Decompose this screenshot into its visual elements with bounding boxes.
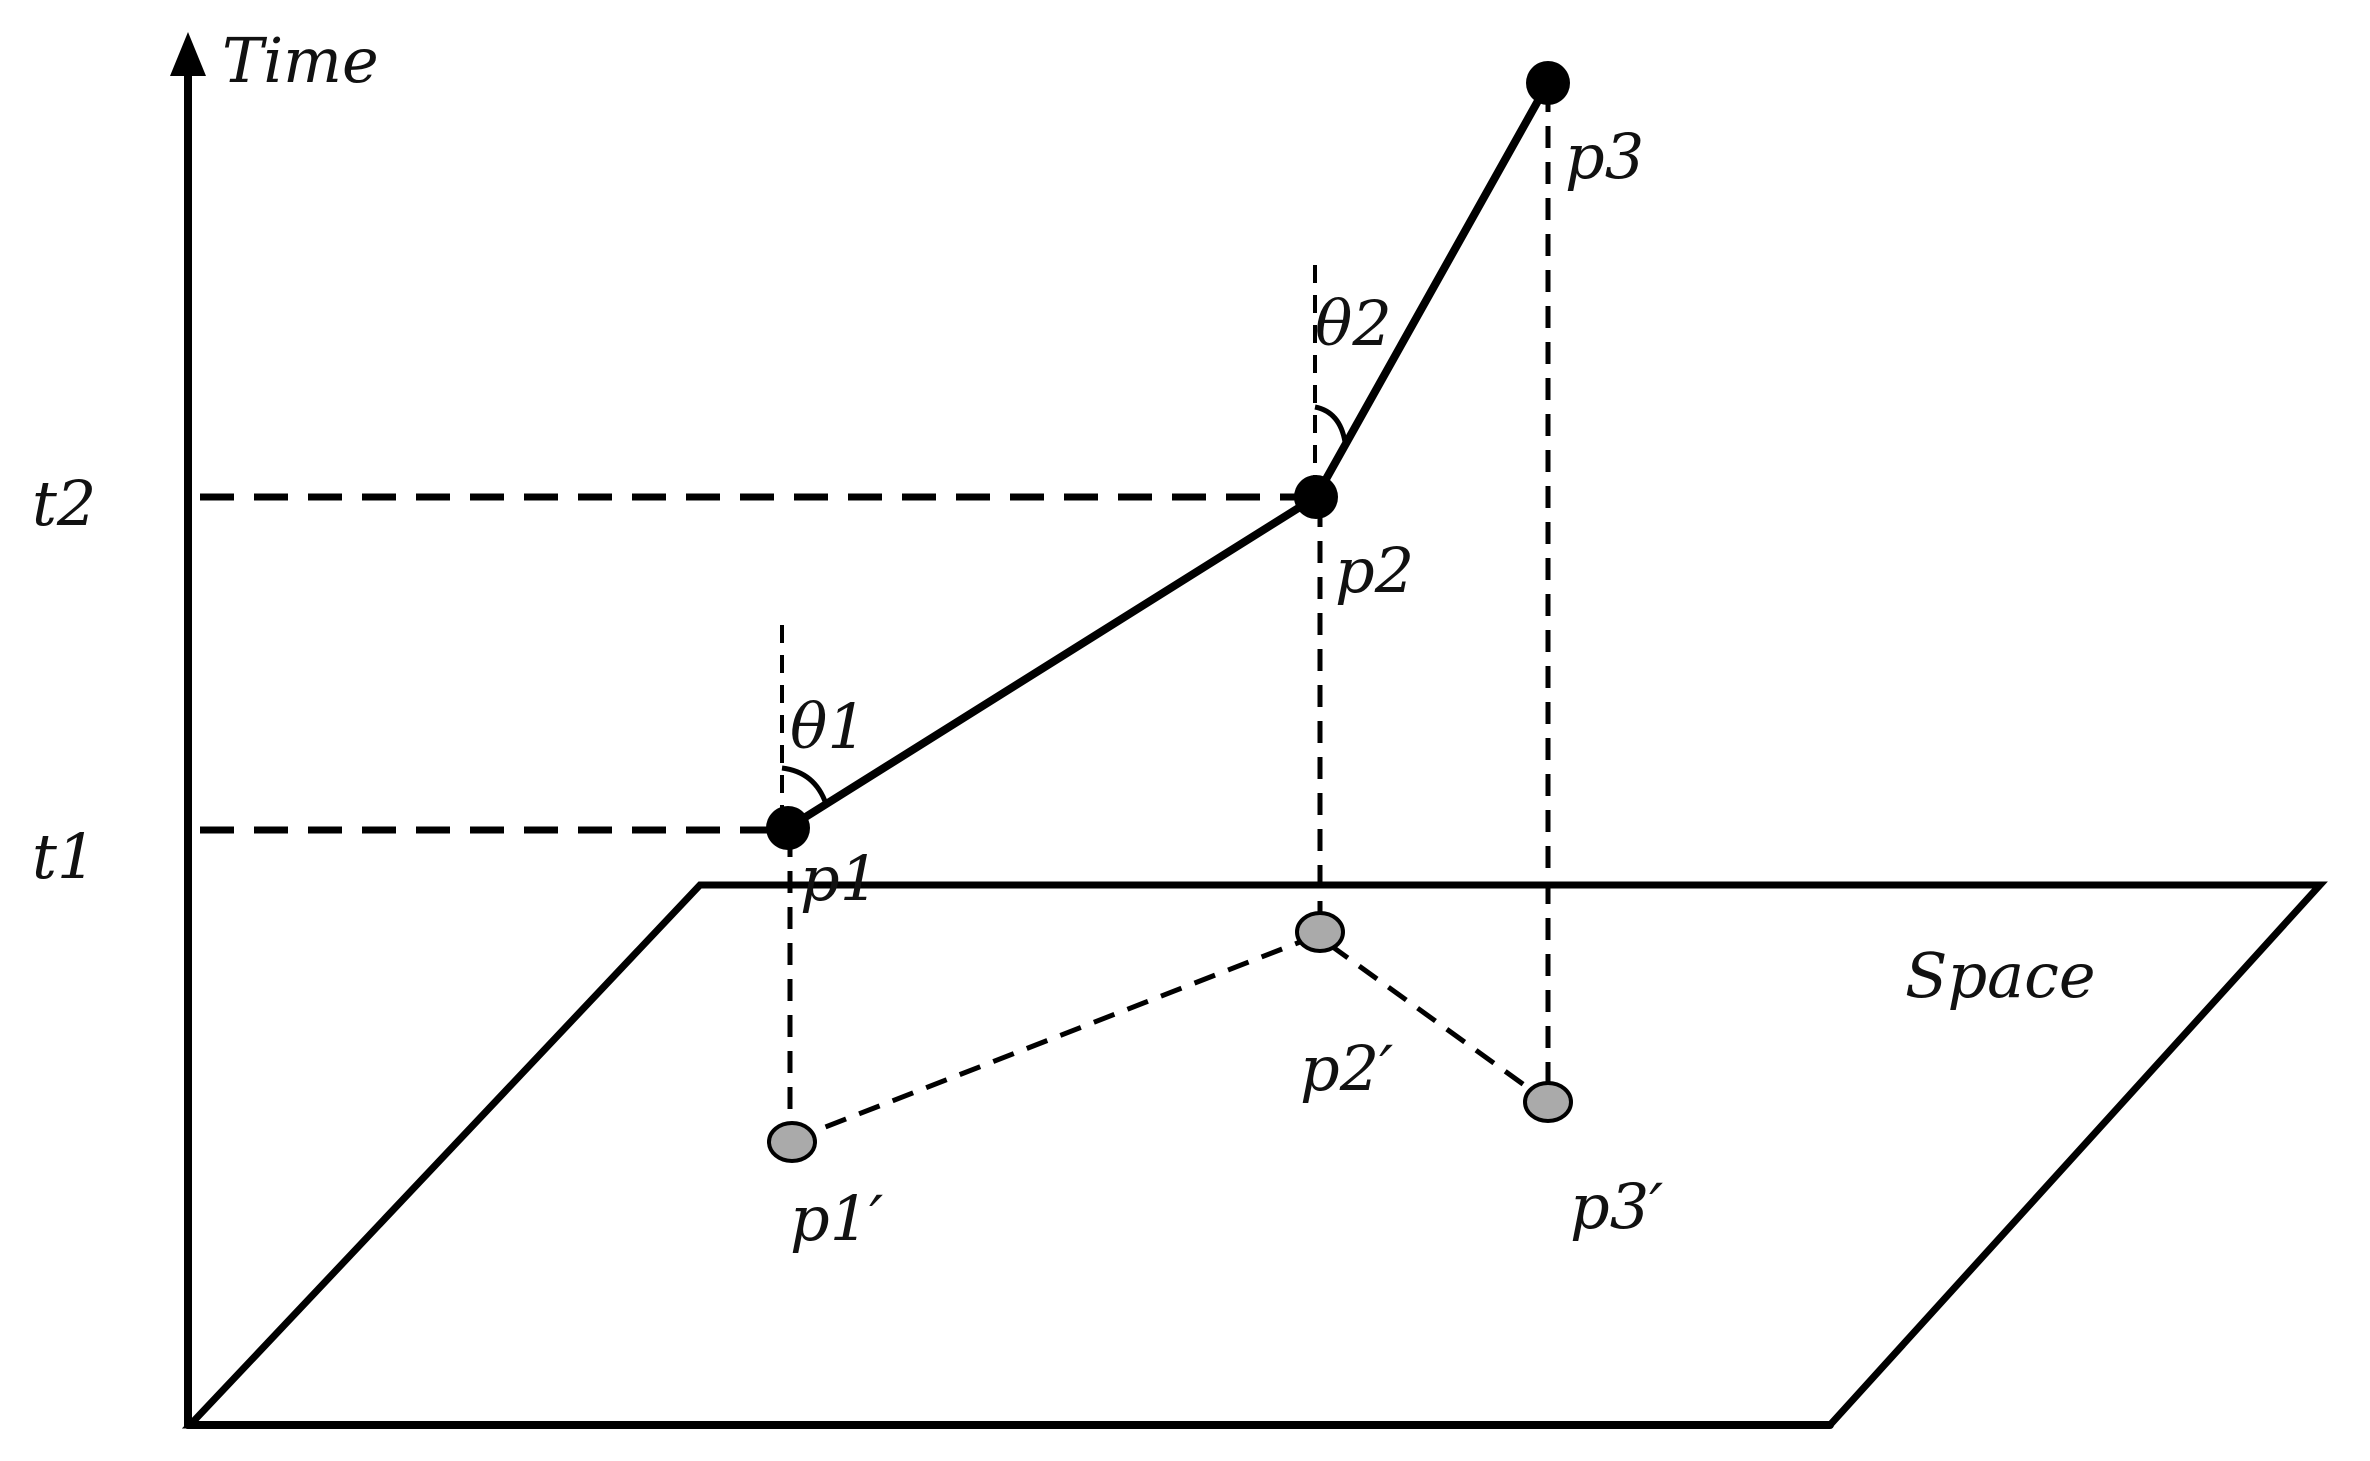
theta2-arc [1314, 404, 1348, 443]
theta1-arc [781, 765, 829, 805]
p2-projection-label: p2′ [1300, 1032, 1393, 1105]
p1p-p2p-segment [791, 932, 1319, 1143]
t2-label: t2 [32, 467, 96, 540]
point-p3-projection [1523, 1081, 1573, 1123]
p2p-p3p-segment [1328, 942, 1547, 1103]
point-p2-projection [1295, 911, 1345, 953]
p1-projection-label: p1′ [790, 1182, 883, 1255]
p2-p3-segment [1312, 79, 1552, 501]
p3-label: p3 [1565, 120, 1644, 193]
theta1-label: θ1 [790, 690, 867, 763]
point-p2 [1294, 475, 1338, 519]
time-axis-arrowhead [170, 32, 206, 76]
point-p3 [1526, 61, 1570, 105]
t1-label: t1 [32, 820, 96, 893]
p1-label: p1 [800, 842, 879, 915]
p2-label: p2 [1335, 534, 1414, 607]
point-p1 [766, 806, 810, 850]
theta2-label: θ2 [1315, 287, 1392, 360]
time-axis-label: Time [222, 24, 379, 97]
point-p1-projection [767, 1121, 817, 1163]
p3-projection-label: p3′ [1570, 1170, 1663, 1243]
space-label: Space [1905, 939, 2096, 1012]
p1-p2-segment [784, 493, 1320, 832]
